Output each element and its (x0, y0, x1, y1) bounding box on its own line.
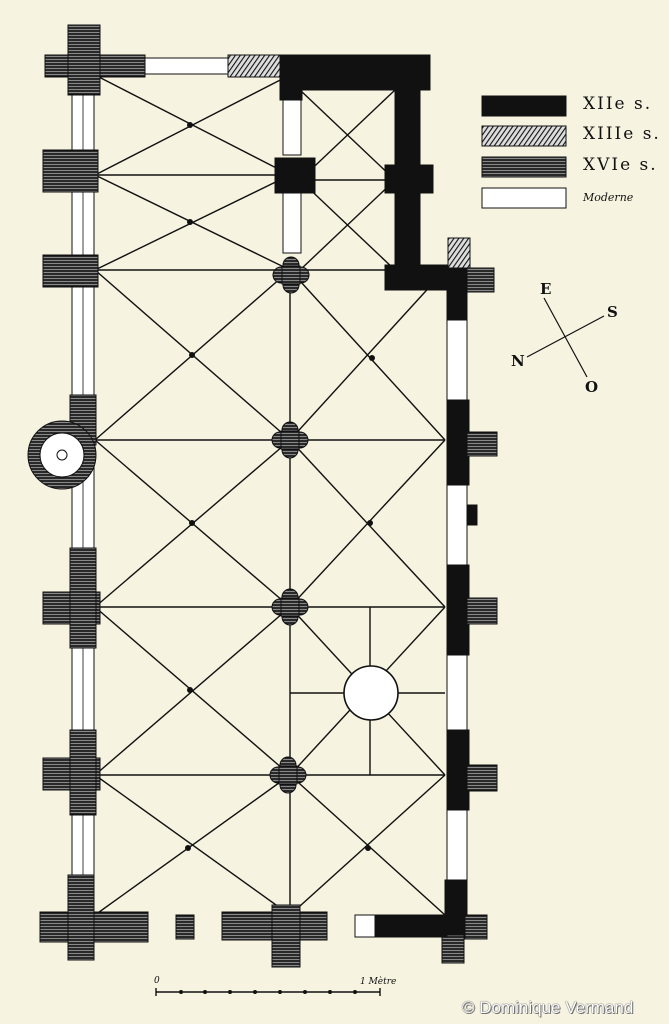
compass-arrows (526, 297, 605, 378)
legend-label-16th-century: XVIe s. (583, 155, 658, 175)
scale-end-label: 1 Mètre (360, 977, 397, 987)
legend-label-12th-century: XIIe s. (583, 94, 653, 114)
compass-west: O (585, 378, 599, 396)
scale-start-label: 0 (154, 976, 160, 986)
vault-keystones (185, 122, 375, 851)
scale-bar (155, 988, 381, 996)
stair-turret (27, 420, 97, 490)
walls (39, 24, 498, 968)
compass-south: S (607, 303, 618, 321)
legend-label-13th-century: XIIIe s. (583, 124, 661, 144)
vault-ribs (94, 74, 446, 916)
piers (269, 256, 310, 794)
vault-oculus (343, 665, 399, 721)
copyright-notice: © Dominique Vermand (462, 998, 634, 1017)
legend-label-modern: Moderne (583, 191, 634, 204)
compass-north: N (511, 352, 525, 370)
legend-swatches (481, 95, 567, 209)
compass-east: E (540, 280, 552, 298)
